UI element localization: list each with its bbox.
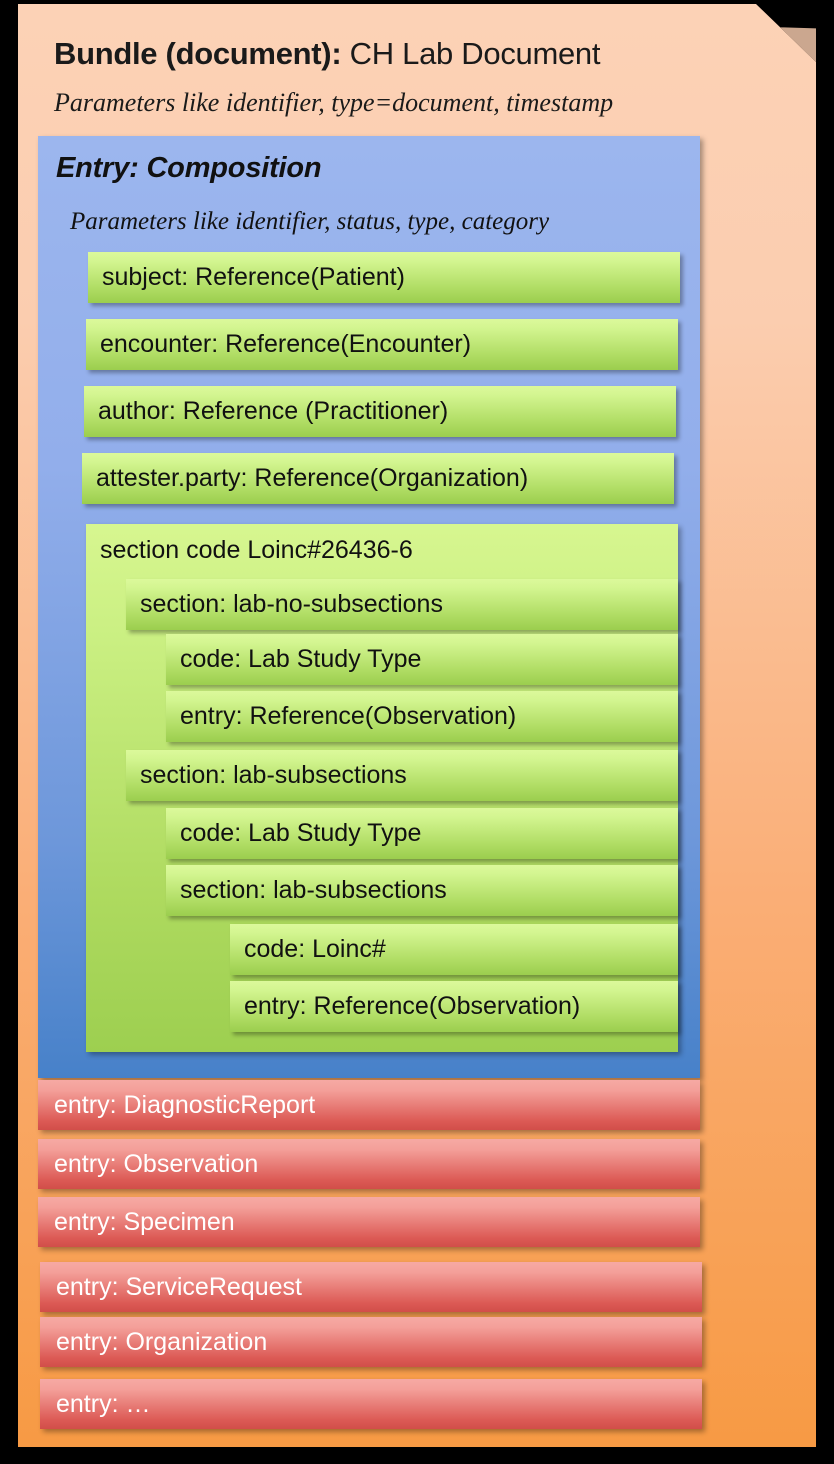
composition-reference-row: encounter: Reference(Encounter) xyxy=(86,319,678,370)
composition-reference-label: author: Reference (Practitioner) xyxy=(98,397,449,425)
bundle-entry-label: entry: … xyxy=(56,1389,151,1418)
composition-subtitle: Parameters like identifier, status, type… xyxy=(70,208,550,235)
section-row-label: section: lab-no-subsections xyxy=(140,590,443,618)
bundle-entry-row: entry: Observation xyxy=(38,1139,700,1189)
composition-reference-row: subject: Reference(Patient) xyxy=(88,252,680,303)
composition-reference-row: author: Reference (Practitioner) xyxy=(84,386,676,437)
section-row: code: Lab Study Type xyxy=(166,634,678,685)
section-row: section: lab-subsections xyxy=(166,865,678,916)
composition-reference-label: encounter: Reference(Encounter) xyxy=(100,330,472,358)
section-row-label: code: Loinc# xyxy=(244,935,386,963)
composition-reference-row: attester.party: Reference(Organization) xyxy=(82,453,674,504)
section-row-label: code: Lab Study Type xyxy=(180,645,422,673)
section-block-title: section code Loinc#26436-6 xyxy=(100,536,413,564)
bundle-entry-label: entry: Organization xyxy=(56,1327,268,1356)
section-row-label: section: lab-subsections xyxy=(140,761,407,789)
section-row: entry: Reference(Observation) xyxy=(166,691,678,742)
bundle-entry-row: entry: … xyxy=(40,1379,702,1429)
composition-reference-label: subject: Reference(Patient) xyxy=(102,263,405,291)
section-row: section: lab-subsections xyxy=(126,750,678,801)
bundle-title-rest: CH Lab Document xyxy=(341,36,601,71)
bundle-title-bold: Bundle (document): xyxy=(54,36,342,71)
section-block: section code Loinc#26436-6 section: lab-… xyxy=(86,524,678,1052)
bundle-entry-label: entry: DiagnosticReport xyxy=(54,1090,316,1119)
composition-title: Entry: Composition xyxy=(56,152,322,184)
bundle-entry-label: entry: Specimen xyxy=(54,1207,235,1236)
bundle-entry-row: entry: Specimen xyxy=(38,1197,700,1247)
section-row: code: Loinc# xyxy=(230,924,678,975)
section-row-label: code: Lab Study Type xyxy=(180,819,422,847)
composition-reference-label: attester.party: Reference(Organization) xyxy=(96,464,529,492)
bundle-subtitle: Parameters like identifier, type=documen… xyxy=(54,88,614,117)
bundle-entry-label: entry: ServiceRequest xyxy=(56,1272,302,1301)
section-row-label: entry: Reference(Observation) xyxy=(180,702,517,730)
section-row: entry: Reference(Observation) xyxy=(230,981,678,1032)
section-row-label: section: lab-subsections xyxy=(180,876,447,904)
section-row: section: lab-no-subsections xyxy=(126,579,678,630)
bundle-title: Bundle (document): CH Lab Document xyxy=(54,36,600,72)
bundle-document-container: Bundle (document): CH Lab Document Param… xyxy=(18,4,816,1447)
bundle-entry-row: entry: DiagnosticReport xyxy=(38,1080,700,1130)
section-row: code: Lab Study Type xyxy=(166,808,678,859)
bundle-entry-label: entry: Observation xyxy=(54,1149,259,1178)
bundle-entry-row: entry: Organization xyxy=(40,1317,702,1367)
bundle-entry-row: entry: ServiceRequest xyxy=(40,1262,702,1312)
section-row-label: entry: Reference(Observation) xyxy=(244,992,581,1020)
composition-entry-box: Entry: Composition Parameters like ident… xyxy=(38,136,700,1078)
